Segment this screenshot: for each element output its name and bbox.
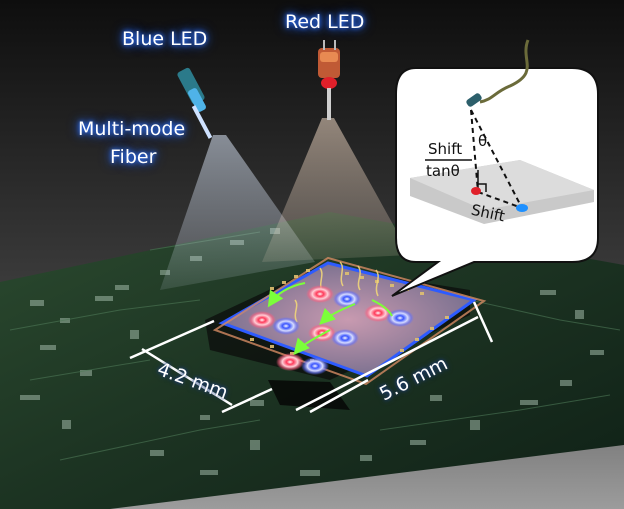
inset-dashed-lines <box>470 109 523 209</box>
sensor-ring <box>248 311 276 329</box>
inset-fiber-tip <box>466 93 482 107</box>
inset-right-angle <box>478 183 487 192</box>
inset-red-dot <box>471 187 481 195</box>
red-led-label: Red LED <box>285 11 365 33</box>
dim-line-length <box>295 315 479 412</box>
inset-shift-denominator: tanθ <box>426 162 460 180</box>
inset-shift-numerator: Shift <box>428 140 463 158</box>
sensor-ring <box>306 285 334 303</box>
red-led <box>318 40 340 120</box>
blue-led-label: Blue LED <box>122 28 208 50</box>
fiber-label-line2: Fiber <box>110 146 157 168</box>
sensor-ring <box>386 309 414 327</box>
inset-fiber-cable <box>479 39 530 104</box>
dimension-lines <box>129 301 494 414</box>
inset-blue-dot <box>516 204 528 212</box>
inset-theta: θ <box>478 132 488 150</box>
sensor-ring <box>301 357 329 375</box>
dim-tick <box>309 378 369 414</box>
light-path-arrows <box>267 282 393 356</box>
sensor-ring <box>276 353 304 371</box>
fiber-label-line1: Multi-mode <box>78 118 186 140</box>
sensor-ring <box>333 290 361 308</box>
dim-tick <box>129 319 215 360</box>
sensor-rings <box>248 285 414 375</box>
blue-led-fiber <box>177 67 213 139</box>
dim-tick <box>221 387 273 414</box>
dim-tick <box>472 301 494 343</box>
sensor-ring <box>272 317 300 335</box>
dim-line-width <box>141 347 233 407</box>
sensor-ring <box>331 329 359 347</box>
pcb-traces <box>9 231 621 461</box>
red-led-beam <box>262 118 410 262</box>
